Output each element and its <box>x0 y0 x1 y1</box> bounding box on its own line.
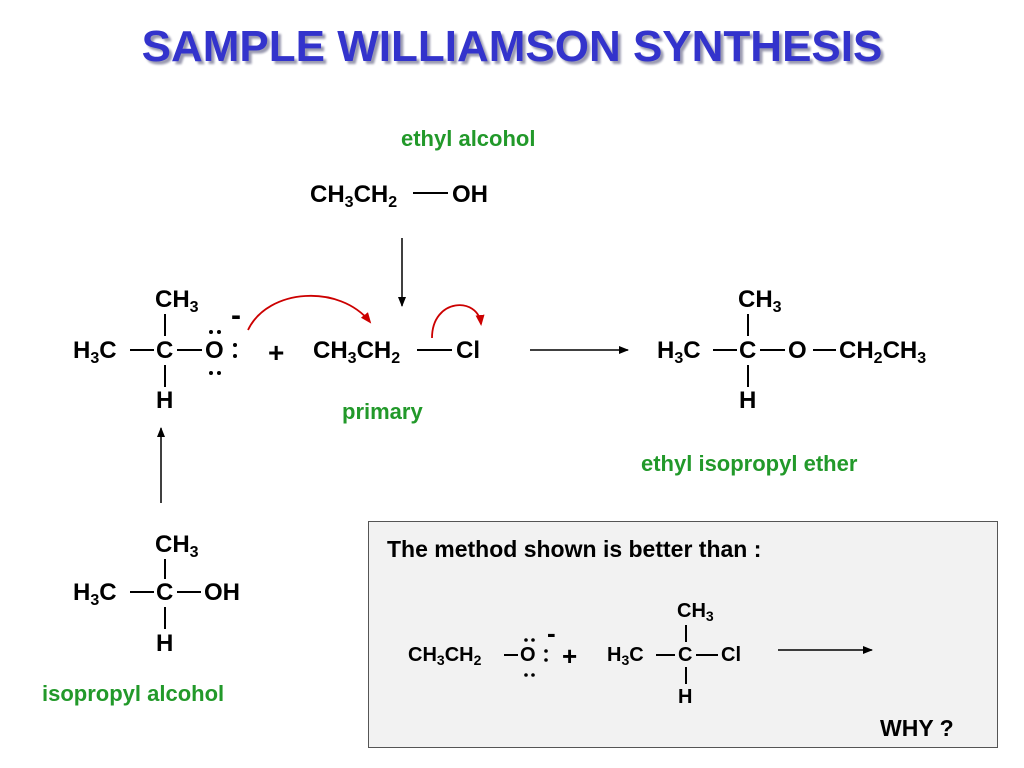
ether-ethyl: CH2CH3 <box>839 337 927 367</box>
ethyl-alcohol-oh: OH <box>452 181 488 208</box>
ether-center-carbon: C <box>739 337 757 364</box>
isopropanol-bottom-h: H <box>156 630 174 657</box>
ethyl-chloride-left: CH3CH2 <box>313 337 401 367</box>
comparison-box <box>368 521 998 748</box>
nucleophile-attack-curved-arrow <box>247 294 372 331</box>
alkoxide-bottom-h: H <box>156 387 174 414</box>
ethyl-chloride-cl: Cl <box>456 337 480 364</box>
box-chloride-cl: Cl <box>721 644 741 666</box>
ether-left-methyl: H3C <box>657 337 701 367</box>
box-ethoxide-chain: CH3CH2 <box>408 644 482 668</box>
box-ethoxide-charge: - <box>547 618 556 648</box>
box-plus-sign: + <box>562 641 578 671</box>
isopropanol-left-methyl: H3C <box>73 579 117 609</box>
alkoxide-top-methyl: CH3 <box>155 286 199 316</box>
ether-top-methyl: CH3 <box>738 286 782 316</box>
lone-pair-dots <box>209 330 548 677</box>
ether-bottom-h: H <box>739 387 757 414</box>
isopropanol-center-carbon: C <box>156 579 174 606</box>
box-ethoxide-oxygen: O <box>520 644 536 666</box>
alkoxide-left-methyl: H3C <box>73 337 117 367</box>
alkoxide-center-carbon: C <box>156 337 174 364</box>
ethyl-alcohol-label: ethyl alcohol <box>401 126 536 151</box>
alkoxide-charge: - <box>231 299 241 332</box>
plus-sign: + <box>268 337 285 368</box>
leaving-group-curved-arrow <box>431 304 485 339</box>
isopropyl-alcohol-label: isopropyl alcohol <box>42 681 225 706</box>
ether-oxygen: O <box>788 337 807 364</box>
ethyl-alcohol-left: CH3CH2 <box>310 181 398 211</box>
box-chloride-top-methyl: CH3 <box>677 600 714 624</box>
box-chloride-bottom-h: H <box>678 686 693 708</box>
why-label: WHY ? <box>880 715 954 741</box>
page-title: SAMPLE WILLIAMSON SYNTHESIS <box>141 22 883 71</box>
isopropanol-top-methyl: CH3 <box>155 531 199 561</box>
alkoxide-oxygen: O <box>205 337 224 364</box>
box-chloride-center-carbon: C <box>678 644 693 666</box>
isopropanol-oh: OH <box>204 579 240 606</box>
box-heading: The method shown is better than : <box>387 536 762 562</box>
box-chloride-left-methyl: H3C <box>607 644 644 668</box>
primary-label: primary <box>342 399 423 424</box>
ethyl-isopropyl-ether-label: ethyl isopropyl ether <box>641 451 858 476</box>
